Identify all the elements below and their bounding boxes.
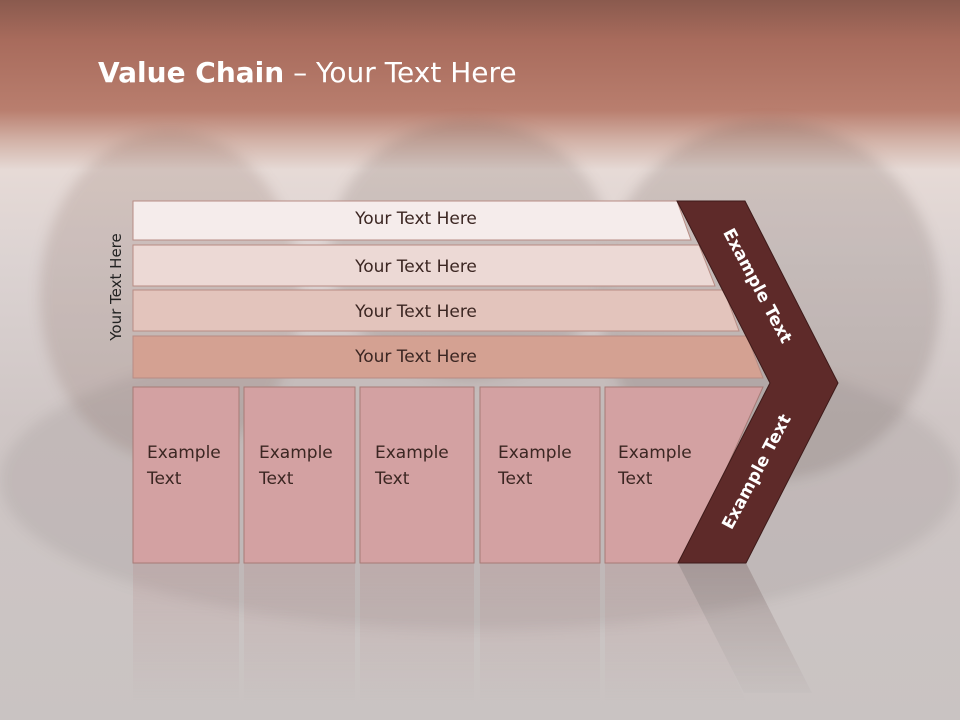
box-line1-1: Example xyxy=(147,443,221,463)
row-label-1: Your Text Here xyxy=(355,209,477,229)
row-bar-3 xyxy=(132,289,740,332)
box-line2-5: Text xyxy=(618,469,653,489)
box-line2-1: Text xyxy=(147,469,182,489)
activity-box-1 xyxy=(132,386,240,564)
row-label-3: Your Text Here xyxy=(355,302,477,322)
row-label-4: Your Text Here xyxy=(355,347,477,367)
box-line1-5: Example xyxy=(618,443,692,463)
row-bar-1 xyxy=(132,200,692,241)
reflection-shapes xyxy=(133,563,812,703)
margin-chevron xyxy=(676,200,839,564)
activity-box-4 xyxy=(479,386,601,564)
box-line2-3: Text xyxy=(375,469,410,489)
row-bar-2 xyxy=(132,244,716,287)
activity-box-3 xyxy=(359,386,475,564)
box-line1-4: Example xyxy=(498,443,572,463)
box-line2-2: Text xyxy=(259,469,294,489)
title-bold: Value Chain xyxy=(98,56,285,89)
box-line1-2: Example xyxy=(259,443,333,463)
row-bar-4 xyxy=(132,335,764,379)
slide-title: Value Chain – Your Text Here xyxy=(98,56,517,89)
box-line2-4: Text xyxy=(498,469,533,489)
title-rest: – Your Text Here xyxy=(284,56,517,89)
row-label-2: Your Text Here xyxy=(355,257,477,277)
vertical-axis-label: Your Text Here xyxy=(107,233,125,341)
activity-box-2 xyxy=(243,386,356,564)
box-line1-3: Example xyxy=(375,443,449,463)
diagram-reflection xyxy=(0,563,960,703)
